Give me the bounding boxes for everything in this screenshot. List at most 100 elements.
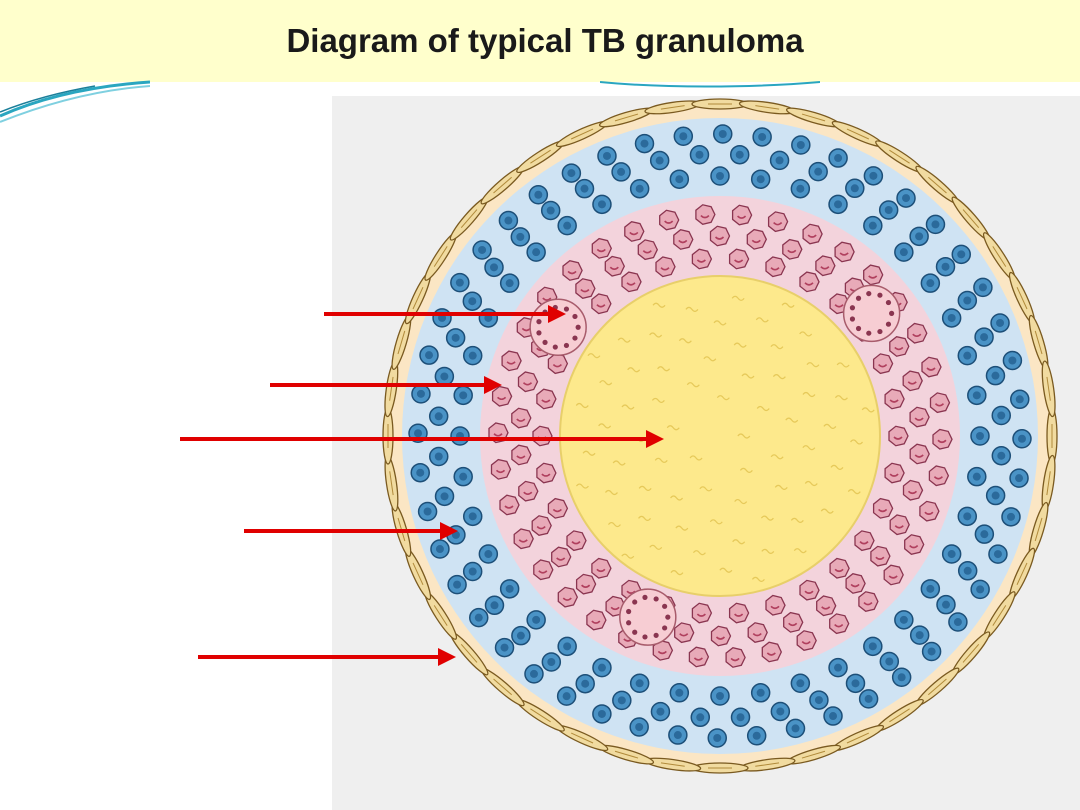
lymphocyte-nucleus — [814, 167, 823, 176]
lymphocyte-nucleus — [953, 618, 962, 627]
caseous-texture — [670, 570, 684, 576]
lymphocyte-nucleus — [1017, 434, 1026, 443]
lymphocyte-nucleus — [640, 139, 649, 148]
fibroblast-nucleus — [928, 176, 947, 194]
epithelioid-nucleus — [804, 590, 814, 594]
lymphocyte-nucleus — [563, 221, 572, 230]
caseous-necrosis — [559, 275, 881, 597]
lymphocyte-nucleus — [991, 371, 1000, 380]
lymphocyte-nucleus — [957, 250, 966, 259]
caseous-texture — [719, 567, 733, 573]
lymphocyte-nucleus — [580, 184, 589, 193]
lymphocyte-nucleus — [758, 132, 767, 141]
caseous-texture — [737, 433, 751, 439]
epithelioid-nucleus — [801, 640, 811, 645]
caseous-texture — [654, 457, 668, 463]
caseous-texture — [575, 402, 589, 409]
epithelioid-nucleus — [596, 304, 606, 308]
lymphocyte-nucleus — [997, 451, 1006, 460]
epithelioid-nucleus — [516, 455, 526, 459]
epithelioid-cell — [621, 271, 642, 293]
caseous-texture — [741, 373, 755, 379]
lymphocyte-nucleus — [963, 566, 972, 575]
caseous-texture — [830, 464, 844, 470]
epithelioid-cell — [517, 371, 539, 393]
lymphocyte-nucleus — [776, 707, 785, 716]
lymphocyte-nucleus — [617, 167, 626, 176]
lymphocyte-nucleus — [915, 631, 924, 640]
giant-cell-nucleus — [575, 324, 581, 330]
epithelioid-nucleus — [626, 282, 636, 286]
epithelioid-cell — [586, 609, 607, 631]
lymphocyte-nucleus — [597, 663, 606, 672]
figure-caption — [362, 796, 742, 810]
lymphocyte-nucleus — [453, 580, 462, 589]
decorative-swoosh — [0, 80, 150, 123]
lymphocyte-nucleus — [947, 313, 956, 322]
fibroblast-nucleus — [660, 762, 685, 767]
epithelioid-nucleus — [770, 605, 780, 610]
lymphocyte-nucleus — [635, 679, 644, 688]
fibroblast-nucleus — [962, 644, 980, 663]
caseous-texture — [732, 539, 746, 545]
lymphocyte-nucleus — [459, 391, 468, 400]
lymphocyte-nucleus — [897, 673, 906, 682]
epithelioid-cell — [604, 255, 626, 277]
fibroblast-nucleus — [614, 750, 639, 759]
fibroblast-nucleus — [460, 644, 478, 663]
lymphocyte-nucleus — [414, 429, 423, 438]
fibroblast-nucleus — [801, 750, 826, 759]
epithelioid-nucleus — [820, 266, 830, 270]
epithelioid-nucleus — [610, 606, 620, 611]
epithelioid-cell — [591, 557, 612, 579]
lymphocyte-nucleus — [516, 232, 525, 241]
giant-cell-nucleus — [855, 295, 862, 301]
lymphocyte-nucleus — [791, 724, 800, 733]
epithelioid-nucleus — [556, 557, 566, 561]
epithelioid-nucleus — [552, 508, 562, 513]
epithelioid-cell — [858, 591, 879, 613]
fibroblast-nucleus — [460, 209, 478, 228]
epithelioid-cell — [488, 422, 509, 444]
caseous-texture — [612, 460, 626, 466]
epithelioid-cell — [591, 293, 612, 315]
lymphocyte-nucleus — [716, 172, 724, 180]
epithelioid-nucleus — [834, 624, 844, 628]
epithelioid-nucleus — [552, 364, 562, 368]
epithelioid-nucleus — [893, 436, 903, 440]
lymphocyte-nucleus — [735, 150, 744, 159]
lymphocyte-nucleus — [602, 151, 611, 160]
caseous-texture — [666, 425, 680, 431]
epithelioid-cell — [728, 248, 750, 270]
lymphocyte-nucleus — [885, 657, 894, 666]
epithelioid-nucleus — [596, 568, 606, 573]
epithelioid-nucleus — [591, 620, 601, 624]
epithelioid-cell — [674, 622, 695, 644]
fibroblast-nucleus — [570, 732, 594, 744]
epithelioid-nucleus — [504, 505, 514, 509]
giant-cell-nucleus — [866, 290, 872, 297]
giant-cell-nucleus — [849, 305, 856, 311]
epithelioid-cell — [532, 425, 553, 447]
epithelioid-cell — [909, 443, 930, 465]
lymphocyte-nucleus — [980, 333, 989, 342]
lymphocyte-nucleus — [851, 679, 860, 688]
epithelioid-cell — [536, 388, 557, 410]
caseous-texture — [793, 548, 807, 554]
giant-cell-nucleus — [885, 321, 892, 327]
lymphocyte-nucleus — [718, 130, 727, 139]
lymphocyte-nucleus — [941, 600, 950, 609]
lymphocyte-nucleus — [416, 389, 425, 398]
caseous-texture — [799, 331, 813, 337]
lymphocyte-nucleus — [850, 184, 859, 193]
title-band: Diagram of typical TB granuloma — [0, 0, 1080, 82]
caseous-texture — [802, 391, 816, 398]
fibroblast-nucleus — [660, 105, 685, 110]
caseous-texture — [713, 320, 727, 326]
giant-cell-nucleus — [885, 299, 892, 306]
epithelioid-cell — [536, 462, 557, 484]
epithelioid-cell — [902, 479, 924, 501]
fibroblast-nucleus — [846, 128, 870, 140]
epithelioid-cell — [761, 641, 783, 663]
giant-cell-nucleus — [563, 342, 570, 349]
